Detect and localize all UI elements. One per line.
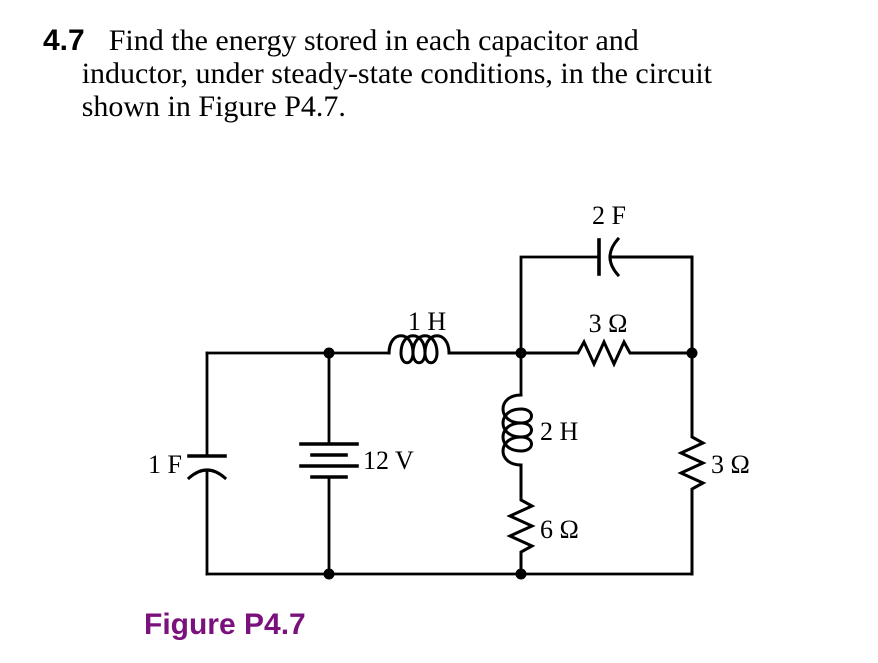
problem-text-line-2: inductor, under steady-state conditions,… (81, 57, 713, 90)
wire-2f-loop-right-and-right-branch (608, 255, 707, 576)
node-dot-right-top (686, 347, 698, 359)
middle-inductor-symbol (501, 393, 533, 467)
problem-text-line-3: shown in Figure P4.7. (81, 90, 346, 123)
node-dots (323, 347, 698, 580)
problem-text: Find the energy stored in each capacitor… (82, 24, 712, 123)
label-top-capacitor: 2 F (592, 201, 626, 230)
series-inductor-symbol (387, 334, 523, 365)
label-left-capacitor: 1 F (148, 450, 182, 479)
label-top-resistor: 3 Ω (588, 309, 628, 338)
label-middle-resistor: 6 Ω (540, 515, 579, 544)
node-dot-battery-top (323, 347, 335, 359)
node-dot-middle-top (515, 347, 527, 359)
problem-text-line-1: Find the energy stored in each capacitor… (108, 24, 639, 57)
label-voltage-source: 12 V (363, 446, 414, 475)
label-series-inductor: 1 H (407, 307, 447, 336)
figure-caption: Figure P4.7 (144, 608, 306, 641)
wire-2f-loop-left (519, 255, 601, 355)
node-dot-middle-bottom (515, 568, 527, 580)
node-dot-battery-bottom (323, 568, 335, 580)
middle-resistor-symbol (506, 463, 536, 576)
label-middle-inductor: 2 H (540, 417, 579, 446)
label-right-resistor: 3 Ω (711, 450, 750, 479)
problem-number: 4.7 (43, 24, 85, 57)
problem-statement: 4.7 Find the energy stored in each capac… (43, 24, 833, 123)
top-resistor-symbol (519, 338, 694, 368)
